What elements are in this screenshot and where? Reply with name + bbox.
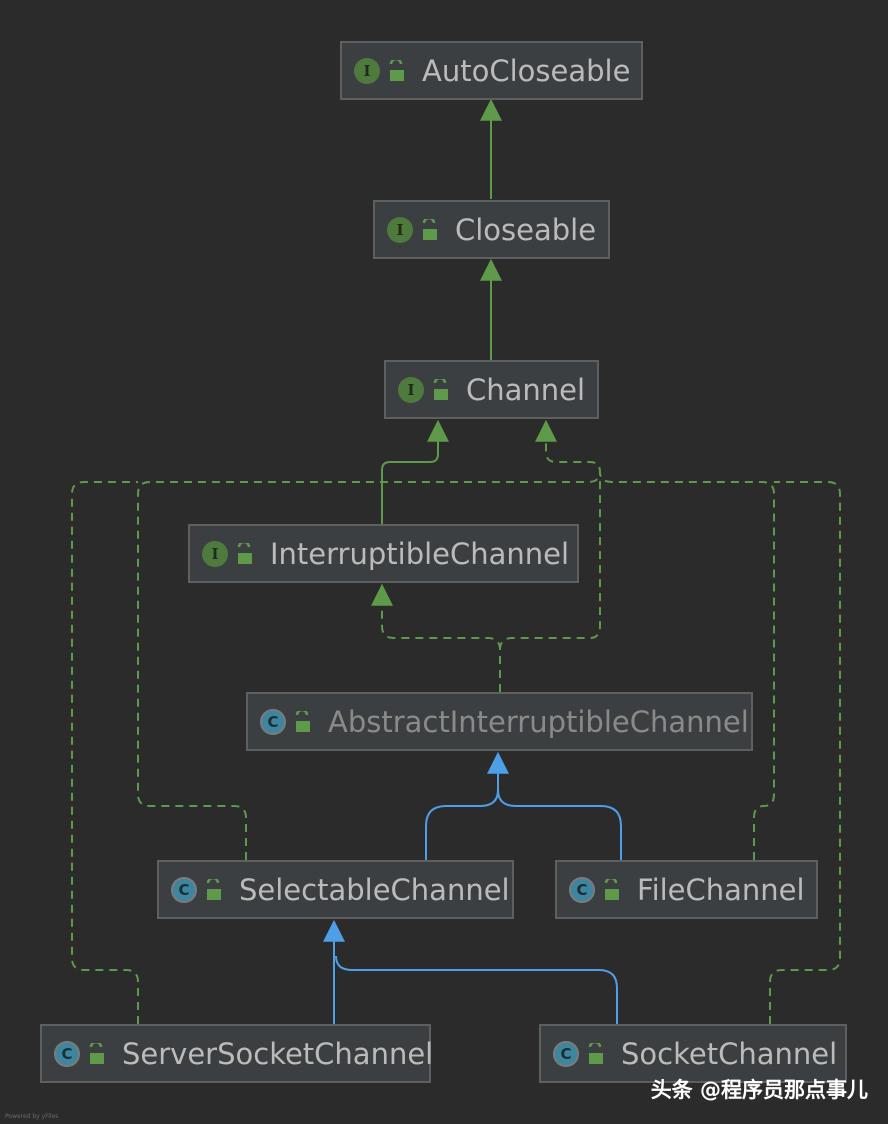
node-channel[interactable]: I Channel — [384, 360, 599, 419]
unlocked-icon — [237, 542, 252, 564]
unlocked-icon — [422, 218, 437, 240]
node-autocloseable[interactable]: I AutoCloseable — [340, 41, 643, 100]
edge-serversocket-to-channel — [71, 481, 139, 1024]
unlocked-icon — [588, 1042, 603, 1064]
node-closeable[interactable]: I Closeable — [373, 200, 610, 259]
node-serversocketchannel[interactable]: C ServerSocketChannel — [40, 1024, 434, 1083]
node-filechannel[interactable]: C FileChannel — [555, 860, 818, 919]
abstract-class-icon: C — [54, 1040, 80, 1067]
interface-icon: I — [398, 376, 424, 403]
node-label: SelectableChannel — [239, 872, 510, 907]
abstract-class-icon: C — [553, 1040, 579, 1067]
edge-selectable-to-abstractinterruptible — [425, 751, 509, 860]
node-abstractinterruptiblechannel[interactable]: C AbstractInterruptibleChannel — [246, 692, 753, 751]
unlocked-icon — [206, 878, 221, 900]
powered-by-text: Powered by yFiles — [5, 1113, 59, 1120]
node-interruptiblechannel[interactable]: I InterruptibleChannel — [188, 524, 579, 583]
unlocked-icon — [389, 59, 404, 81]
node-label: Closeable — [455, 212, 597, 247]
node-label: InterruptibleChannel — [270, 536, 570, 571]
node-label: FileChannel — [637, 872, 805, 907]
unlocked-icon — [604, 878, 619, 900]
node-label: Channel — [466, 372, 586, 407]
edge-selectable-to-channel — [137, 471, 601, 860]
node-selectablechannel[interactable]: C SelectableChannel — [157, 860, 514, 919]
node-label: ServerSocketChannel — [122, 1036, 434, 1071]
edge-abstractinterruptible-to-interruptible — [371, 583, 501, 692]
edge-filechannel-to-abstractinterruptible — [497, 789, 622, 860]
unlocked-icon — [89, 1042, 104, 1064]
abstract-class-icon: C — [260, 708, 286, 735]
abstract-class-icon: C — [569, 876, 595, 903]
edge-interruptiblechannel-to-channel — [381, 419, 449, 524]
node-label: AbstractInterruptibleChannel — [328, 704, 749, 739]
watermark: 头条 @程序员那点事儿 — [650, 1078, 868, 1102]
interface-icon: I — [354, 57, 380, 84]
unlocked-icon — [295, 710, 310, 732]
node-socketchannel[interactable]: C SocketChannel — [539, 1024, 847, 1083]
abstract-class-icon: C — [171, 876, 197, 903]
interface-icon: I — [387, 216, 413, 243]
node-label: SocketChannel — [621, 1036, 838, 1071]
edge-socketchannel-to-channel — [769, 481, 841, 1024]
edge-socketchannel-to-selectable — [335, 955, 618, 1024]
unlocked-icon — [433, 378, 448, 400]
node-label: AutoCloseable — [422, 53, 631, 88]
interface-icon: I — [202, 540, 228, 567]
edge-filechannel-to-channel — [599, 471, 775, 860]
